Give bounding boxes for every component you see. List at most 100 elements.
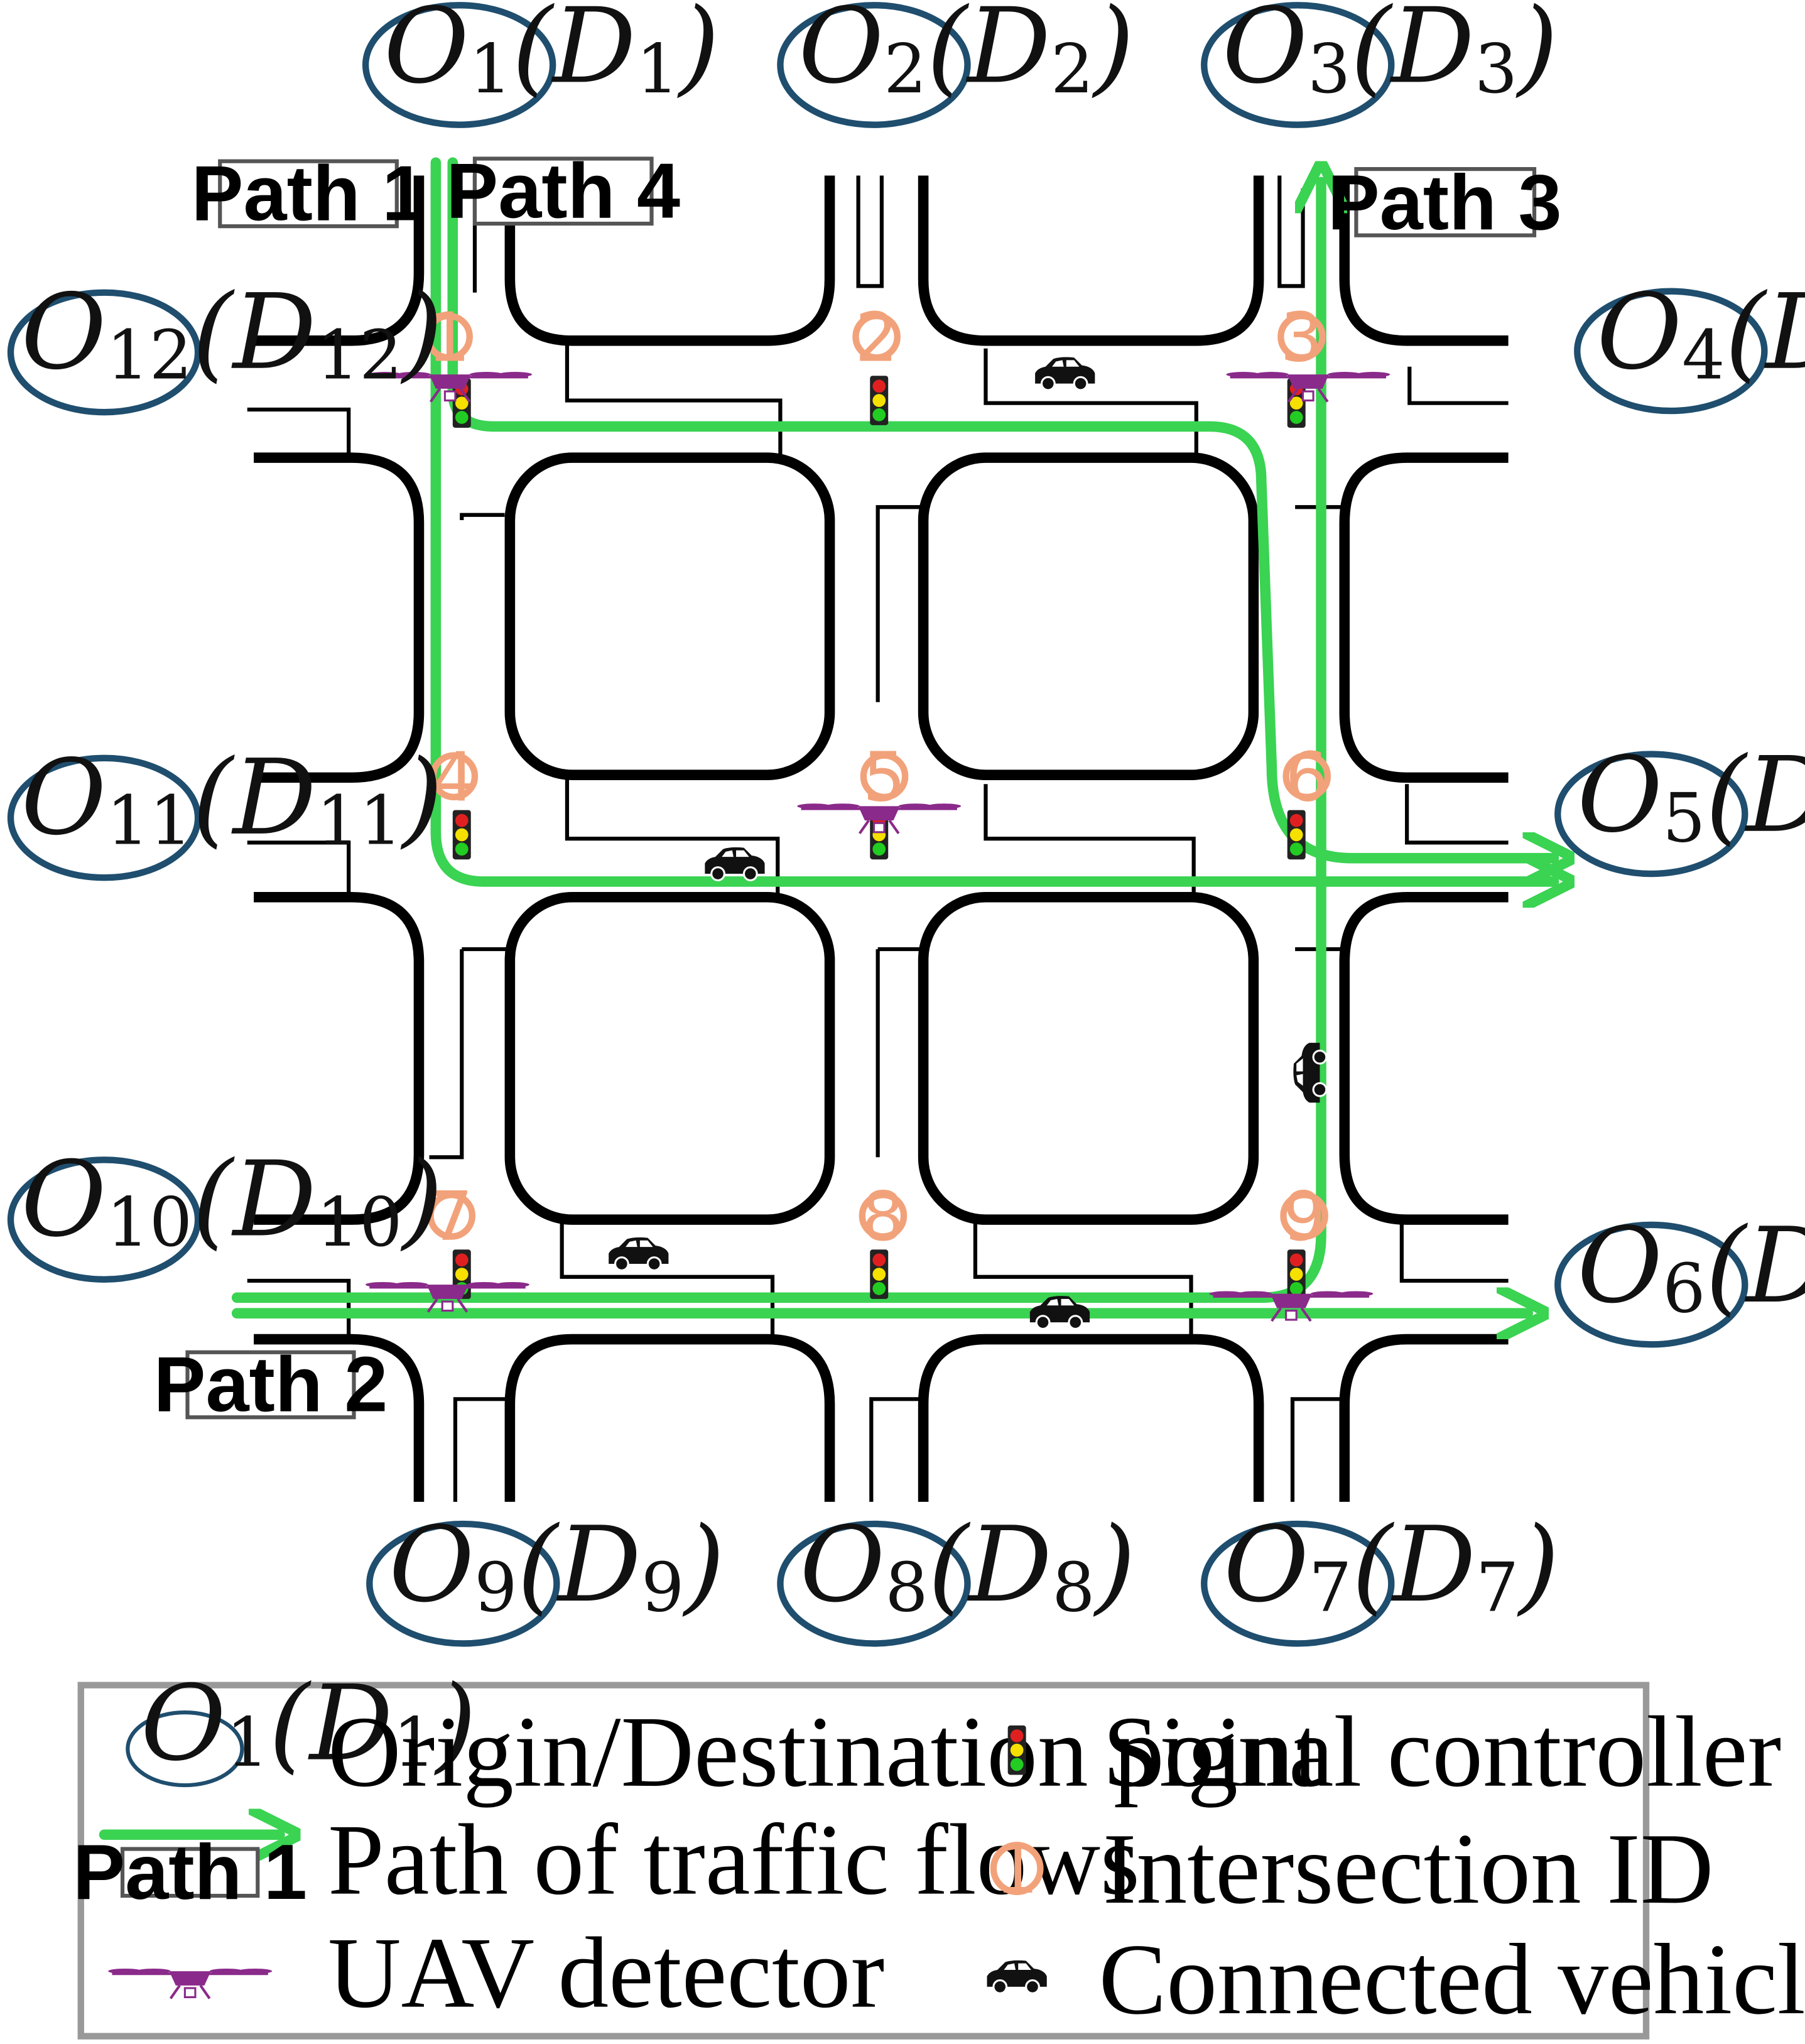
path-label-3: Path 3 [1328, 160, 1562, 246]
svg-text:Path 3: Path 3 [1328, 160, 1562, 246]
legend-path-label: Path of traffic flows [328, 1803, 1140, 1916]
lane-divider [453, 1397, 507, 1502]
intersection-id: 3 [1277, 299, 1326, 378]
traffic-light-icon [1287, 810, 1306, 860]
intersection-id: 8 [859, 1178, 908, 1256]
legend: O1(D1) Origin/Destination point Path 1 P… [73, 1663, 1805, 2040]
flow-path-1 [430, 157, 1554, 882]
legend-signal-label: Signal controller [1103, 1695, 1781, 1808]
city-block [918, 452, 1259, 780]
svg-text:O6(D6): O6(D6) [1577, 1205, 1805, 1329]
svg-text:6: 6 [1286, 738, 1328, 817]
legend-id-sample: 1 [990, 1830, 1044, 1909]
lane-divider [429, 947, 507, 1160]
svg-text:3: 3 [1280, 299, 1323, 378]
road-edge [918, 175, 1264, 346]
intersection-id: 1 [425, 299, 473, 378]
road-edge [1339, 1334, 1509, 1502]
od-point: O7(D7) [1201, 1504, 1559, 1647]
lane-divider [1405, 784, 1509, 845]
lane-divider [1277, 175, 1305, 288]
svg-text:1: 1 [427, 299, 470, 378]
road-edge [1339, 175, 1509, 346]
road-edge [1339, 892, 1509, 1225]
legend-id-label: Intersection ID [1103, 1812, 1714, 1925]
svg-text:O9(D9): O9(D9) [389, 1504, 725, 1628]
lane-divider [856, 175, 884, 288]
svg-text:Path 4: Path 4 [446, 148, 680, 234]
svg-text:1: 1 [995, 1830, 1038, 1909]
road-edge [254, 892, 425, 1225]
road-edge [254, 1334, 425, 1502]
legend-path-sample: Path 1 [73, 1829, 307, 1916]
legend-uav-label: UAV detector [328, 1916, 884, 2029]
city-block [504, 892, 835, 1225]
lane-divider [247, 407, 351, 458]
path-label-1: Path 1 [192, 150, 426, 237]
svg-text:O12(D12): O12(D12) [21, 272, 443, 395]
od-point: O2(D2) [777, 0, 1134, 128]
od-point: O8(D8) [777, 1504, 1136, 1647]
road-network [247, 175, 1509, 1502]
traffic-light-icon [870, 376, 889, 425]
svg-text:O5(D5): O5(D5) [1577, 735, 1805, 858]
od-point: O12(D12) [7, 272, 443, 416]
od-point: O6(D6) [1554, 1205, 1805, 1348]
od-point: O11(D11) [7, 737, 443, 881]
svg-text:Path 2: Path 2 [154, 1342, 388, 1428]
svg-text:O1(D1): O1(D1) [384, 0, 720, 109]
lane-divider [984, 784, 1196, 898]
intersection-ids: 1 2 3 4 5 6 7 8 9 [425, 299, 1331, 1256]
lane-divider [565, 340, 783, 458]
lane-divider [1290, 1397, 1342, 1502]
lane-divider [560, 1219, 775, 1340]
legend-od-label: Origin/Destination point [328, 1695, 1322, 1808]
svg-text:5: 5 [863, 738, 906, 817]
lane-divider [460, 513, 505, 520]
od-point: O9(D9) [366, 1504, 725, 1647]
road-edge [1339, 452, 1509, 783]
traffic-light-icon [1007, 1725, 1026, 1775]
traffic-light-icon [1287, 1249, 1306, 1299]
road-edge [504, 1334, 835, 1502]
lane-divider [247, 840, 351, 898]
od-point: O3(D3) [1201, 0, 1558, 128]
road-edge [254, 452, 425, 783]
intersection-id: 9 [1280, 1178, 1328, 1256]
path-label-4: Path 4 [446, 148, 680, 234]
lane-divider [984, 348, 1198, 458]
traffic-light-icon [452, 810, 471, 860]
flow-path-4 [447, 157, 1554, 858]
intersection-id: 6 [1282, 738, 1331, 817]
od-point: O1(D1) [362, 0, 720, 128]
intersection-id: 5 [860, 738, 909, 817]
traffic-light-icon [870, 1249, 889, 1299]
svg-text:O11(D11): O11(D11) [21, 737, 443, 861]
svg-text:O7(D7): O7(D7) [1223, 1504, 1559, 1628]
road-edge [504, 175, 835, 346]
svg-text:O1(D1): O1(D1) [141, 1663, 477, 1785]
city-block [504, 452, 835, 780]
path-label-2: Path 2 [154, 1342, 388, 1428]
legend-od-sample: O1(D1) [126, 1663, 477, 1788]
svg-text:Path 1: Path 1 [192, 150, 426, 237]
od-point: O10(D10) [7, 1139, 443, 1283]
svg-text:O2(D2): O2(D2) [798, 0, 1134, 109]
lane-divider [875, 505, 921, 702]
intersection-id: 7 [427, 1178, 476, 1256]
lane-divider [247, 1278, 351, 1340]
lane-divider [875, 947, 921, 1158]
lane-divider [1407, 366, 1509, 405]
lane-divider [869, 1397, 921, 1502]
svg-text:O8(D8): O8(D8) [800, 1504, 1136, 1628]
svg-text:O10(D10): O10(D10) [21, 1139, 443, 1262]
road-edge [918, 1334, 1264, 1502]
drone-icon [1226, 372, 1390, 402]
road-edge [254, 175, 425, 346]
drone-icon [797, 803, 961, 834]
svg-text:8: 8 [862, 1178, 904, 1256]
car-icon [703, 846, 766, 881]
svg-text:4: 4 [433, 738, 475, 817]
od-point: O4(D4) [1574, 272, 1805, 415]
od-points: O1(D1) O2(D2) O3(D3) O4(D4) O5(D5) O6(D6… [7, 0, 1805, 1647]
